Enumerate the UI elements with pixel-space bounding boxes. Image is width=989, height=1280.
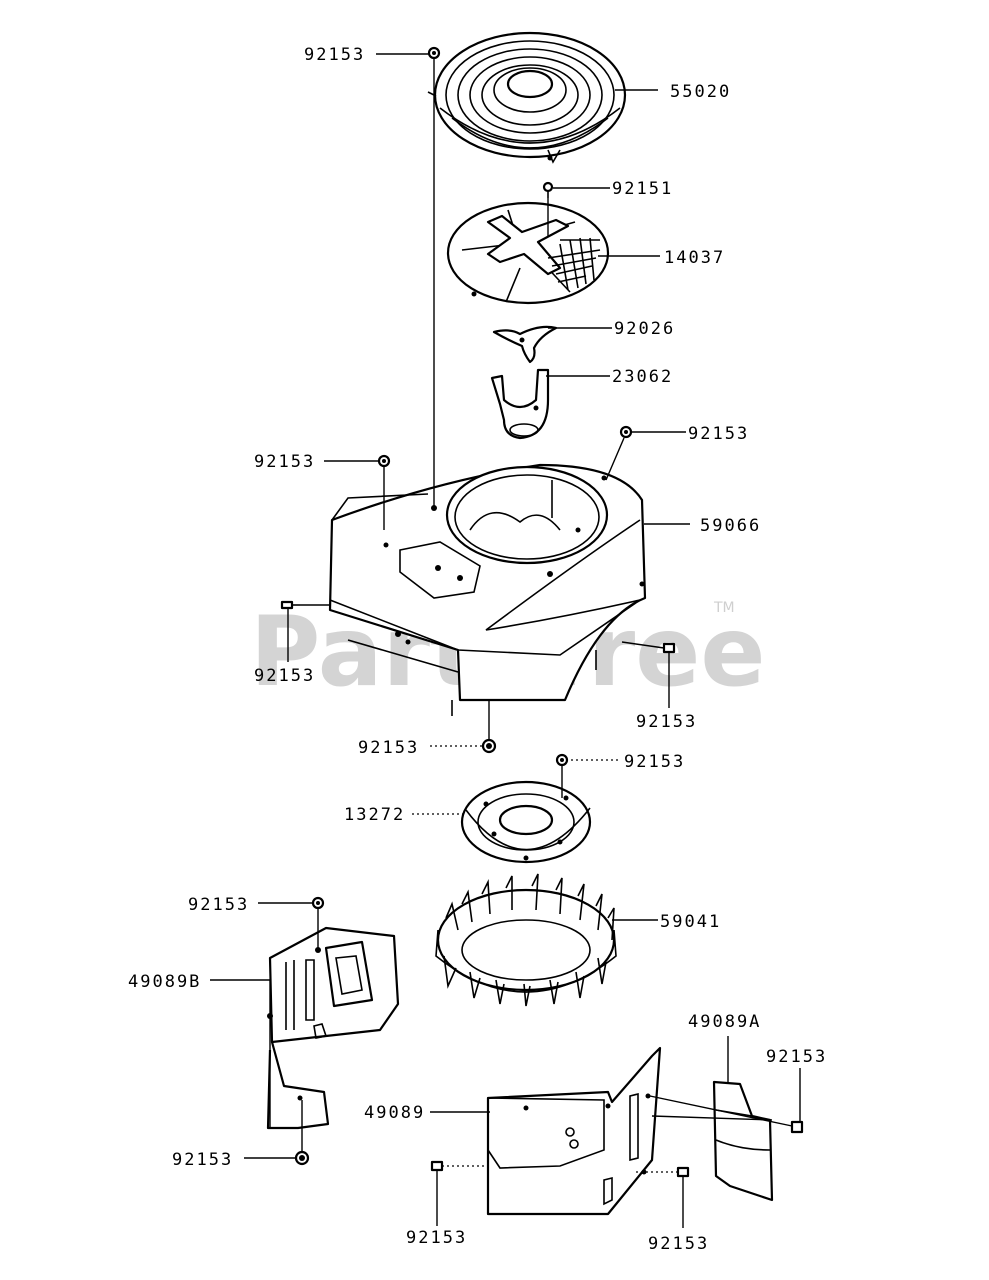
grille-pattern [547, 237, 601, 291]
plate-92026 [492, 325, 558, 364]
blower-housing-59066 [328, 463, 647, 716]
bolt-icon [790, 1120, 804, 1134]
callout-92153-housing-right: 92153 [636, 712, 697, 732]
callout-92153-49089-left: 92153 [406, 1228, 467, 1248]
back-plate-13272 [460, 780, 592, 864]
fan-cover-14037 [446, 201, 610, 305]
bolt-icon [294, 1150, 310, 1166]
bolt-icon [427, 46, 441, 60]
callout-92153-49089A: 92153 [766, 1047, 827, 1067]
callout-labels: 92153 55020 92151 14037 92026 23062 9215… [128, 45, 827, 1254]
callout-55020: 55020 [670, 82, 731, 102]
bolt-icon [676, 1166, 690, 1178]
callout-59066: 59066 [700, 516, 761, 536]
callout-49089B: 49089B [128, 972, 201, 992]
callout-92153-shroud-b-bottom: 92153 [172, 1150, 233, 1170]
fan-blades [443, 873, 615, 1007]
callout-23062: 23062 [612, 367, 673, 387]
bracket-23062 [490, 368, 550, 440]
callout-49089: 49089 [364, 1103, 425, 1123]
shroud-49089B [266, 926, 400, 1130]
bolt-icon [542, 181, 554, 198]
callout-92153-housing-left: 92153 [254, 452, 315, 472]
shroud-49089A [712, 1080, 774, 1202]
shroud-49089 [486, 1046, 662, 1216]
callout-92153-plate-right: 92153 [624, 752, 685, 772]
bolt-icon [430, 1160, 444, 1172]
callout-14037: 14037 [664, 248, 725, 268]
callout-92153-top-left: 92153 [304, 45, 365, 65]
callout-92153-shroud-b-top: 92153 [188, 895, 249, 915]
callout-92153-housing-bottom: 92153 [358, 738, 419, 758]
callout-92153-housing-side: 92153 [254, 666, 315, 686]
bolts [280, 46, 804, 1178]
bolt-icon [481, 738, 497, 754]
cooling-fan-59041 [435, 873, 617, 1007]
bolt-icon [662, 642, 676, 654]
bolt-icon [280, 600, 300, 610]
callout-49089A: 49089A [688, 1012, 761, 1032]
callout-92153-top-right: 92153 [688, 424, 749, 444]
bolt-icon [619, 425, 633, 439]
watermark-trademark: TM [713, 600, 735, 616]
bolt-icon [377, 454, 391, 468]
leader-lines [210, 53, 801, 1228]
callout-92151: 92151 [612, 179, 673, 199]
rotating-screen-55020 [427, 31, 627, 164]
callout-92026: 92026 [614, 319, 675, 339]
callout-59041: 59041 [660, 912, 721, 932]
bolt-icon [311, 896, 325, 910]
callout-13272: 13272 [344, 805, 405, 825]
bolt-icon [555, 753, 569, 767]
callout-92153-49089-right: 92153 [648, 1234, 709, 1254]
